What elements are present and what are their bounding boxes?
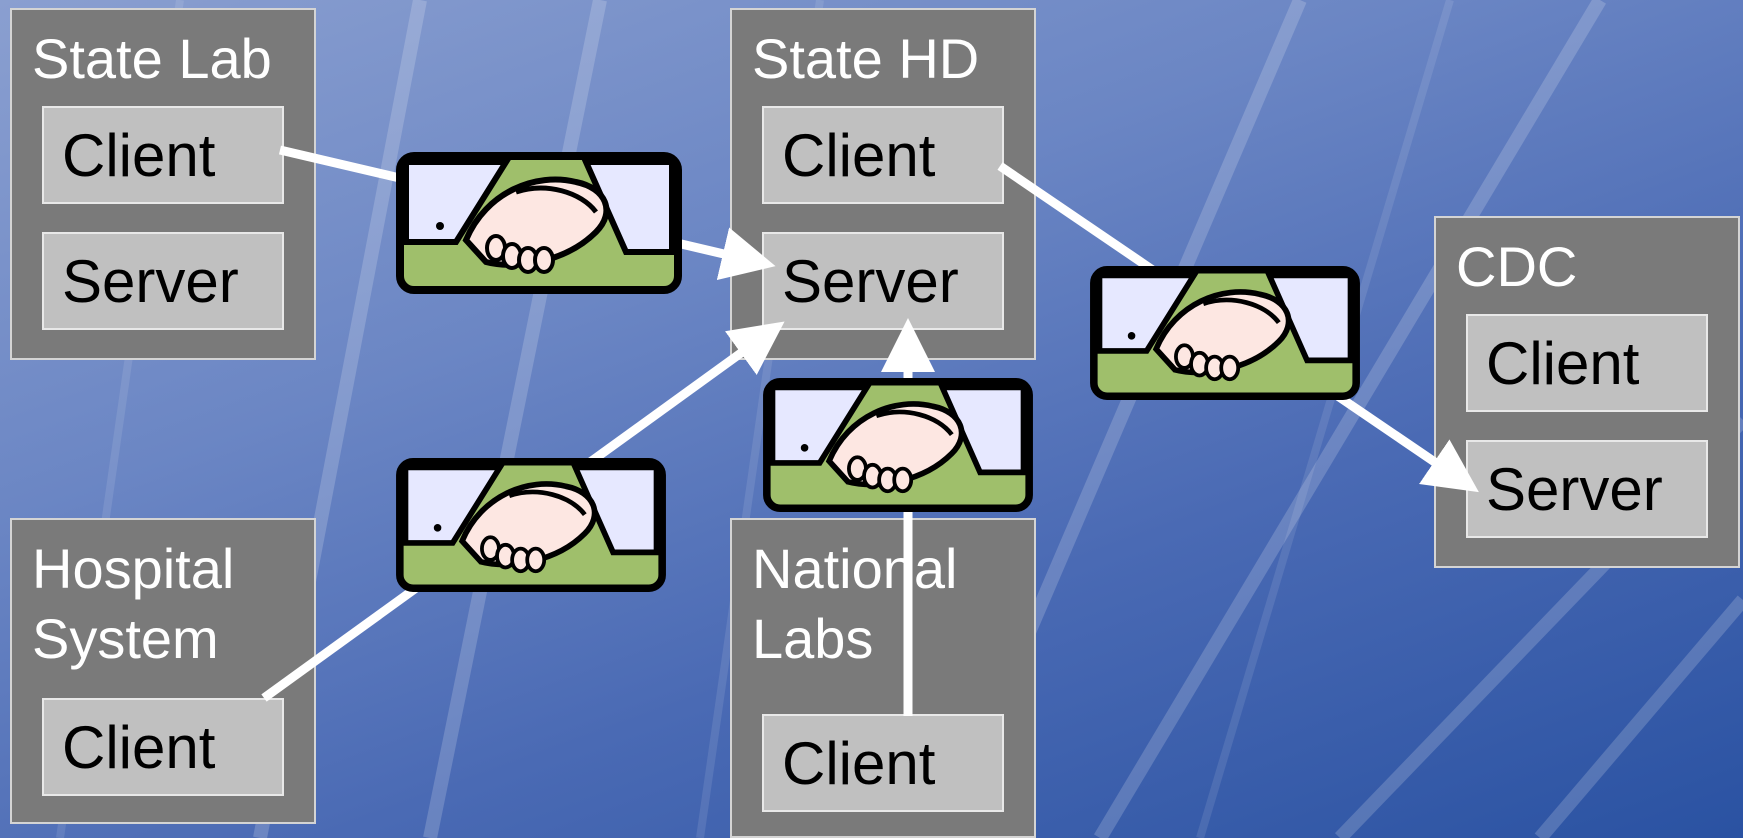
hospital-system-client-box: Client <box>42 698 284 796</box>
cdc-client-box: Client <box>1466 314 1708 412</box>
node-title-cdc: CDC <box>1456 235 1578 298</box>
state-lab-server-box: Server <box>42 232 284 330</box>
node-national-labs: National Labs Client <box>730 518 1036 838</box>
state-hd-server-box: Server <box>762 232 1004 330</box>
node-hospital-system: Hospital System Client <box>10 518 316 824</box>
node-title-hospital-system: Hospital System <box>32 537 235 670</box>
node-cdc: CDC Client Server <box>1434 216 1740 568</box>
cdc-server-box: Server <box>1466 440 1708 538</box>
handshake-icon <box>1090 266 1360 400</box>
handshake-icon <box>396 458 666 592</box>
handshake-icon <box>396 152 682 294</box>
node-title-national-labs: National Labs <box>752 537 958 670</box>
node-title-state-hd: State HD <box>752 27 980 90</box>
national-labs-client-box: Client <box>762 714 1004 812</box>
state-hd-client-box: Client <box>762 106 1004 204</box>
node-title-state-lab: State Lab <box>32 27 272 90</box>
handshake-icon <box>763 378 1033 512</box>
